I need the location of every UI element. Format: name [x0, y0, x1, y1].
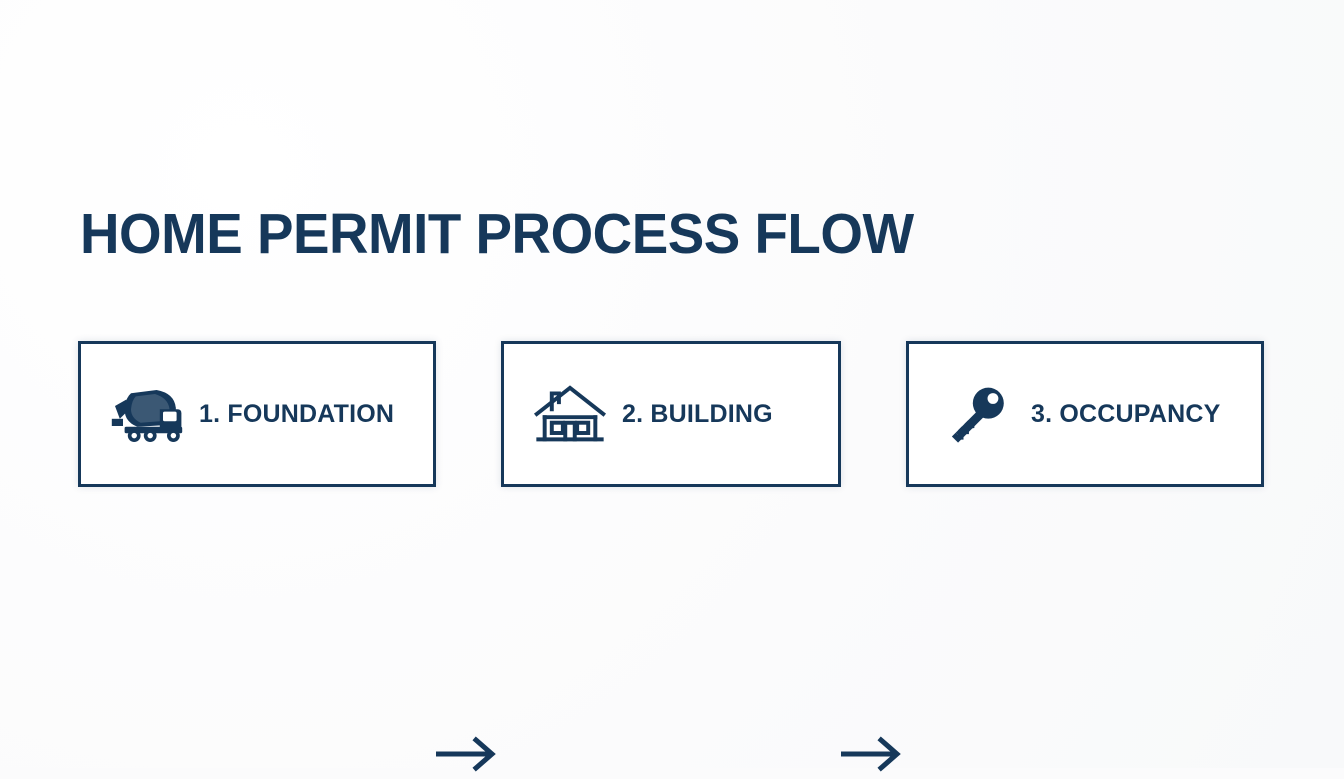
page-title: HOME PERMIT PROCESS FLOW	[80, 202, 914, 266]
cement-mixer-truck-icon	[105, 378, 189, 450]
step-label-building: 2. BUILDING	[622, 399, 773, 428]
step-box-building[interactable]: 2. BUILDING	[501, 341, 841, 487]
step-label-foundation: 1. FOUNDATION	[199, 399, 395, 428]
step-label-occupancy: 3. OCCUPANCY	[1031, 399, 1221, 428]
arrow-right-icon-2	[838, 734, 907, 774]
step-box-occupancy[interactable]: 3. OCCUPANCY	[906, 341, 1264, 487]
process-flow: 1. FOUNDATION	[0, 341, 1344, 772]
house-icon	[528, 378, 612, 450]
arrow-right-icon-1	[433, 734, 502, 774]
key-icon	[937, 378, 1021, 450]
step-box-foundation[interactable]: 1. FOUNDATION	[78, 341, 436, 487]
